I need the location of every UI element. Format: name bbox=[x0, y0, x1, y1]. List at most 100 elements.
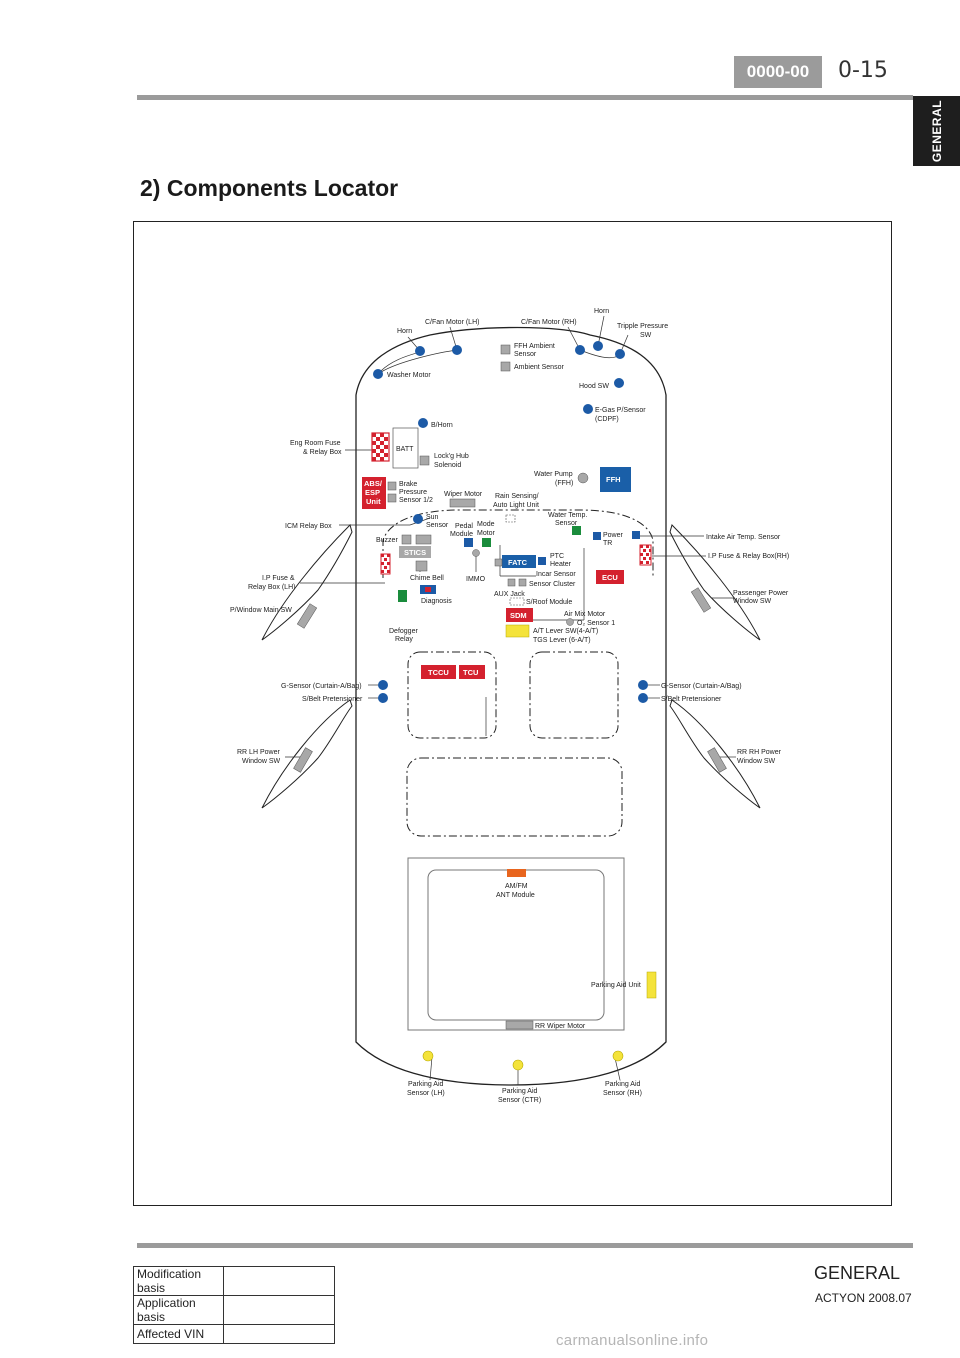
svg-text:Relay Box (LH): Relay Box (LH) bbox=[248, 584, 295, 591]
svg-text:RR Wiper Motor: RR Wiper Motor bbox=[535, 1023, 586, 1030]
svg-text:S/Belt Pretensioner: S/Belt Pretensioner bbox=[661, 696, 722, 703]
svg-text:Water Pump: Water Pump bbox=[534, 471, 573, 478]
svg-text:Power: Power bbox=[603, 532, 624, 539]
svg-text:Auto Light Unit: Auto Light Unit bbox=[493, 502, 539, 509]
svg-text:Rain Sensing/: Rain Sensing/ bbox=[495, 493, 539, 500]
svg-text:SW: SW bbox=[640, 332, 652, 339]
cfan-motor-rh: C/Fan Motor (RH) bbox=[521, 319, 585, 355]
svg-text:TCCU: TCCU bbox=[428, 668, 449, 677]
svg-text:Passenger Power: Passenger Power bbox=[733, 590, 789, 597]
svg-text:(CDPF): (CDPF) bbox=[595, 416, 619, 423]
svg-text:STICS: STICS bbox=[404, 548, 426, 557]
svg-text:Wiper Motor: Wiper Motor bbox=[444, 491, 483, 498]
power-tr: Power TR bbox=[593, 532, 624, 547]
svg-text:Motor: Motor bbox=[477, 530, 496, 537]
svg-text:Ambient Sensor: Ambient Sensor bbox=[514, 364, 564, 371]
defogger-relay: Defogger Relay bbox=[389, 590, 418, 643]
cargo-area bbox=[407, 857, 625, 1031]
pedal-module: Pedal Module bbox=[450, 523, 473, 547]
rear-right-door bbox=[669, 699, 761, 809]
ffh-ambient-sensor: FFH Ambient Sensor bbox=[500, 343, 555, 358]
svg-text:Mode: Mode bbox=[477, 521, 495, 528]
svg-text:Horn: Horn bbox=[594, 308, 609, 315]
locking-hub-solenoid: Lock'g Hub Solenoid bbox=[419, 453, 469, 469]
svg-text:Defogger: Defogger bbox=[389, 628, 418, 635]
svg-text:C/Fan Motor (RH): C/Fan Motor (RH) bbox=[521, 319, 577, 326]
svg-text:Sensor Cluster: Sensor Cluster bbox=[529, 581, 576, 588]
g-sensor-lh: G-Sensor (Curtain-A/Bag) bbox=[281, 680, 388, 690]
svg-text:ANT Module: ANT Module bbox=[496, 892, 535, 899]
svg-text:Air Mix Motor: Air Mix Motor bbox=[564, 611, 606, 618]
front-right-door bbox=[669, 524, 761, 641]
rr-lh-power-window-sw: RR LH Power Window SW bbox=[237, 747, 313, 773]
svg-text:Sensor (LH): Sensor (LH) bbox=[407, 1090, 445, 1097]
table-key: Modification basis bbox=[133, 1266, 224, 1296]
sbelt-pretensioner-rh: S/Belt Pretensioner bbox=[638, 693, 722, 703]
o2-sensor: O₂ Sensor 1 bbox=[566, 618, 615, 627]
svg-text:IMMO: IMMO bbox=[466, 576, 486, 583]
footer-section: GENERAL bbox=[814, 1263, 901, 1283]
svg-text:I.P Fuse &: I.P Fuse & bbox=[262, 575, 295, 582]
svg-text:Relay: Relay bbox=[395, 636, 413, 643]
front-right-seat bbox=[529, 651, 619, 739]
svg-text:BATT: BATT bbox=[396, 446, 414, 453]
parking-aid-sensor-rh: Parking Aid Sensor (RH) bbox=[603, 1050, 642, 1097]
svg-text:Sensor: Sensor bbox=[514, 351, 537, 358]
side-tab: GENERAL bbox=[913, 96, 960, 166]
svg-text:FATC: FATC bbox=[508, 558, 528, 567]
ambient-sensor: Ambient Sensor bbox=[500, 361, 564, 372]
page-title: 2) Components Locator bbox=[140, 175, 399, 201]
egas-psensor: E-Gas P/Sensor (CDPF) bbox=[583, 404, 646, 423]
svg-text:AM/FM: AM/FM bbox=[505, 883, 528, 890]
ip-fuse-relay-box-lh: I.P Fuse & Relay Box (LH) bbox=[248, 553, 391, 591]
sroof-module: S/Roof Module bbox=[509, 597, 572, 606]
intake-air-temp-sensor: Intake Air Temp. Sensor bbox=[632, 531, 781, 541]
rear-left-door bbox=[261, 699, 353, 809]
svg-text:Tripple Pressure: Tripple Pressure bbox=[617, 323, 668, 330]
table-value bbox=[223, 1295, 335, 1325]
ptc-heater: PTC Heater bbox=[494, 553, 572, 568]
rain-sensing-unit: Rain Sensing/ Auto Light Unit bbox=[493, 493, 539, 523]
stics-unit: STICS bbox=[399, 546, 431, 558]
svg-text:& Relay Box: & Relay Box bbox=[303, 449, 342, 456]
horn-rh: Horn bbox=[593, 308, 609, 351]
ip-fuse-relay-box-rh: I.P Fuse & Relay Box(RH) bbox=[639, 544, 789, 566]
rr-wiper-motor: RR Wiper Motor bbox=[505, 1020, 586, 1030]
svg-text:Window SW: Window SW bbox=[242, 758, 281, 765]
svg-text:Window SW: Window SW bbox=[737, 758, 776, 765]
vehicle-body-outline bbox=[355, 326, 667, 1086]
ffh-unit: FFH bbox=[600, 467, 631, 492]
horn-lh: Horn bbox=[397, 328, 425, 356]
brake-pressure-sensor: Brake Pressure Sensor 1/2 bbox=[387, 481, 433, 504]
immo: IMMO bbox=[466, 549, 486, 583]
svg-text:Parking Aid: Parking Aid bbox=[502, 1088, 538, 1095]
svg-text:Washer Motor: Washer Motor bbox=[387, 372, 431, 379]
diagram-frame bbox=[133, 221, 892, 1206]
page-number: 0-15 bbox=[838, 58, 888, 83]
at-lever-sw: A/T Lever SW(4-A/T) TGS Lever (6-A/T) bbox=[505, 624, 598, 644]
fatc-unit: FATC bbox=[502, 555, 536, 568]
chime-bell: Chime Bell bbox=[410, 560, 444, 582]
mode-motor: Mode Motor bbox=[477, 521, 496, 547]
svg-text:Sensor: Sensor bbox=[555, 520, 578, 527]
battery: BATT bbox=[392, 427, 419, 469]
section-code-badge: 0000-00 bbox=[734, 56, 822, 88]
sdm: SDM bbox=[506, 608, 533, 622]
eng-room-fuse-relay-box: Eng Room Fuse & Relay Box bbox=[290, 432, 390, 462]
svg-text:FFH: FFH bbox=[606, 475, 621, 484]
parking-aid-sensor-ctr: Parking Aid Sensor (CTR) bbox=[498, 1059, 541, 1104]
passenger-power-window-sw: Passenger Power Window SW bbox=[690, 587, 789, 613]
svg-text:ICM Relay Box: ICM Relay Box bbox=[285, 523, 332, 530]
svg-text:Parking Aid: Parking Aid bbox=[605, 1081, 641, 1088]
wiper-motor: Wiper Motor bbox=[444, 491, 483, 508]
cfan-motor-lh: C/Fan Motor (LH) bbox=[425, 319, 479, 355]
b-horn: B/Horn bbox=[418, 418, 453, 429]
svg-text:P/Window Main SW: P/Window Main SW bbox=[230, 607, 292, 614]
svg-text:AUX Jack: AUX Jack bbox=[494, 591, 525, 598]
svg-text:Module: Module bbox=[450, 531, 473, 538]
svg-text:TGS Lever (6-A/T): TGS Lever (6-A/T) bbox=[533, 637, 591, 644]
svg-text:TR: TR bbox=[603, 540, 612, 547]
sun-sensor: Sun Sensor bbox=[413, 514, 449, 529]
sensor-cluster: Sensor Cluster bbox=[518, 578, 576, 588]
